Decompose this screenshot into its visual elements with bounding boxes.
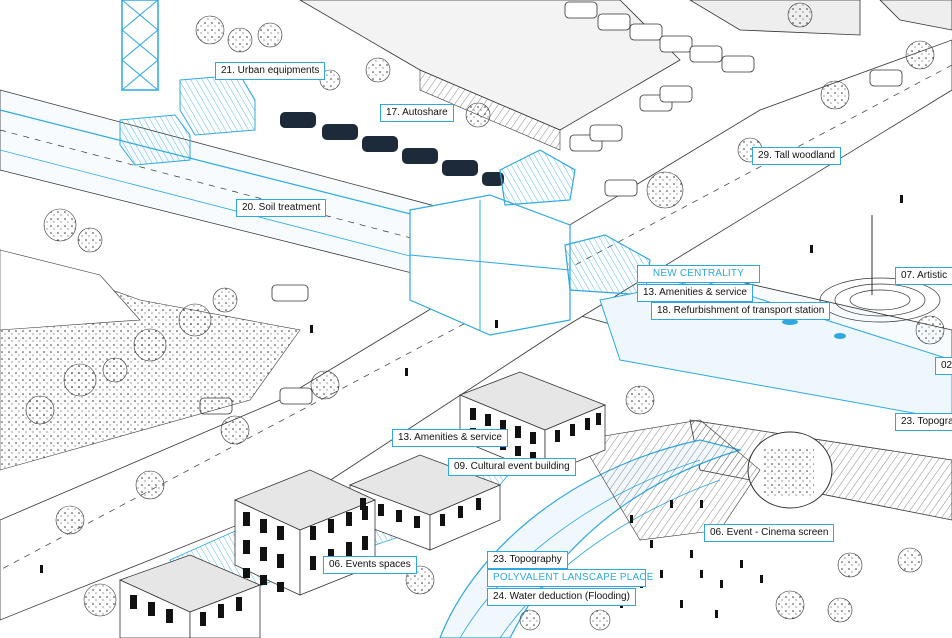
trees — [25, 2, 945, 631]
label-amenities-service: 13. Amenities & service — [392, 429, 508, 447]
label-topography-right: 23. Topogra — [895, 413, 952, 431]
artistic-plaza — [819, 215, 941, 323]
autoshare-cars — [280, 112, 504, 186]
label-cultural-event-building: 09. Cultural event building — [448, 458, 576, 476]
shed-roof — [299, 0, 681, 131]
label-amenities-service-station: 13. Amenities & service — [637, 284, 753, 302]
cinema-screen — [747, 431, 833, 509]
label-02: 02 — [935, 357, 952, 375]
label-events-spaces: 06. Events spaces — [323, 556, 417, 574]
label-soil-treatment: 20. Soil treatment — [236, 199, 327, 217]
label-urban-equipments: 21. Urban equipments — [215, 62, 326, 80]
label-autoshare: 17. Autoshare — [380, 104, 454, 122]
label-topography: 23. Topography — [487, 551, 568, 569]
label-new-centrality: NEW CENTRALITY — [637, 265, 760, 283]
label-artistic: 07. Artistic — [895, 267, 952, 285]
observation-tower — [121, 0, 159, 91]
label-polyvalent-landscape-place: POLYVALENT LANSCAPE PLACE — [487, 569, 653, 587]
label-tall-woodland: 29. Tall woodland — [752, 147, 842, 165]
label-event-cinema-screen: 06. Event - Cinema screen — [704, 524, 835, 542]
label-refurbishment-transport-station: 18. Refurbishment of transport station — [651, 302, 831, 320]
label-water-deduction: 24. Water deduction (Flooding) — [487, 588, 636, 606]
